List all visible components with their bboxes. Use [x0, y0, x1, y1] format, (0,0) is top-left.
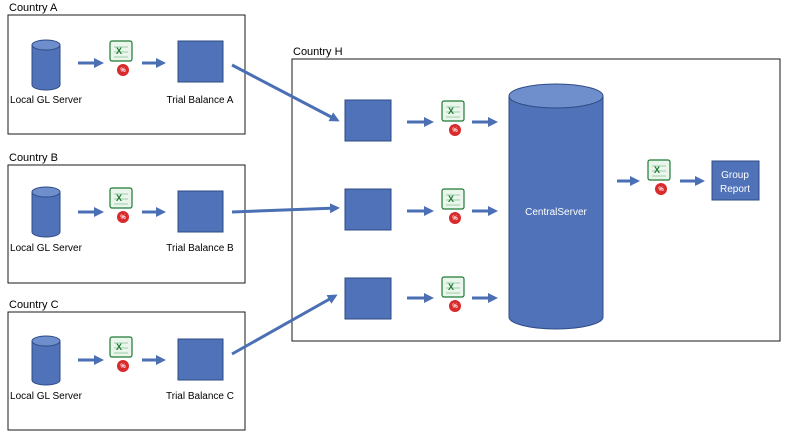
region-country-b: Country B	[7, 152, 246, 284]
spreadsheet-icon-h-b: X %	[441, 188, 465, 224]
spreadsheet-icon-b: X %	[109, 187, 133, 223]
database-icon	[31, 39, 61, 91]
svg-text:X: X	[448, 106, 454, 116]
svg-text:%: %	[120, 215, 126, 221]
spreadsheet-icon-a: X %	[109, 40, 133, 76]
region-country-a: Country A	[7, 2, 246, 135]
svg-text:%: %	[658, 187, 664, 193]
svg-text:X: X	[116, 46, 122, 56]
excel-icon: X	[441, 188, 465, 210]
trial-balance-c-label: Trial Balance C	[166, 391, 234, 402]
database-icon	[31, 186, 61, 238]
intake-box-c	[344, 277, 392, 320]
local-gl-server-b-label: Local GL Server	[10, 243, 83, 254]
trial-balance-b: Trial Balance B	[166, 190, 234, 254]
svg-text:X: X	[448, 194, 454, 204]
excel-icon: X	[109, 336, 133, 358]
local-gl-server-a-label: Local GL Server	[10, 95, 83, 106]
trial-balance-a: Trial Balance A	[167, 40, 234, 106]
database-icon	[508, 83, 604, 330]
arrow-a-to-h	[231, 63, 340, 122]
arrow-b-to-h	[231, 203, 340, 214]
svg-text:%: %	[452, 304, 458, 310]
excel-icon: X	[109, 187, 133, 209]
region-label-country-c: Country C	[9, 299, 59, 311]
spreadsheet-icon-h-c: X %	[441, 276, 465, 312]
percent-badge-icon: %	[449, 124, 461, 136]
local-gl-server-b: Local GL Server	[10, 186, 83, 254]
region-label-country-h: Country H	[293, 46, 343, 58]
arrow-c-to-h	[231, 294, 338, 356]
intake-box-b	[344, 188, 392, 231]
svg-text:%: %	[120, 68, 126, 74]
region-country-c: Country C	[7, 299, 246, 431]
excel-icon: X	[441, 276, 465, 298]
svg-text:X: X	[116, 193, 122, 203]
central-server: CentralServer	[508, 83, 604, 330]
database-icon	[31, 335, 61, 386]
region-country-h: Country H	[291, 46, 781, 342]
intake-box-a	[344, 99, 392, 142]
svg-text:%: %	[120, 364, 126, 370]
trial-balance-a-label: Trial Balance A	[167, 95, 234, 106]
percent-badge-icon: %	[117, 360, 129, 372]
percent-badge-icon: %	[449, 300, 461, 312]
group-report-label-line2: Report	[720, 184, 750, 195]
svg-text:%: %	[452, 128, 458, 134]
svg-text:X: X	[448, 282, 454, 292]
excel-icon: X	[109, 40, 133, 62]
excel-icon: X	[441, 100, 465, 122]
percent-badge-icon: %	[117, 64, 129, 76]
central-server-label: CentralServer	[525, 207, 587, 218]
local-gl-server-a: Local GL Server	[10, 39, 83, 106]
excel-icon: X	[647, 159, 671, 181]
region-label-country-a: Country A	[9, 2, 58, 14]
percent-badge-icon: %	[449, 212, 461, 224]
svg-text:X: X	[116, 342, 122, 352]
group-report: Group Report	[711, 160, 760, 201]
trial-balance-c: Trial Balance C	[166, 338, 234, 402]
trial-balance-b-label: Trial Balance B	[166, 243, 234, 254]
percent-badge-icon: %	[655, 183, 667, 195]
region-label-country-b: Country B	[9, 152, 58, 164]
percent-badge-icon: %	[117, 211, 129, 223]
local-gl-server-c: Local GL Server	[10, 335, 83, 402]
spreadsheet-icon-h-a: X %	[441, 100, 465, 136]
svg-text:X: X	[654, 165, 660, 175]
spreadsheet-icon-central: X %	[647, 159, 671, 195]
svg-text:%: %	[452, 216, 458, 222]
group-report-label-line1: Group	[721, 170, 749, 181]
spreadsheet-icon-c: X %	[109, 336, 133, 372]
local-gl-server-c-label: Local GL Server	[10, 391, 83, 402]
